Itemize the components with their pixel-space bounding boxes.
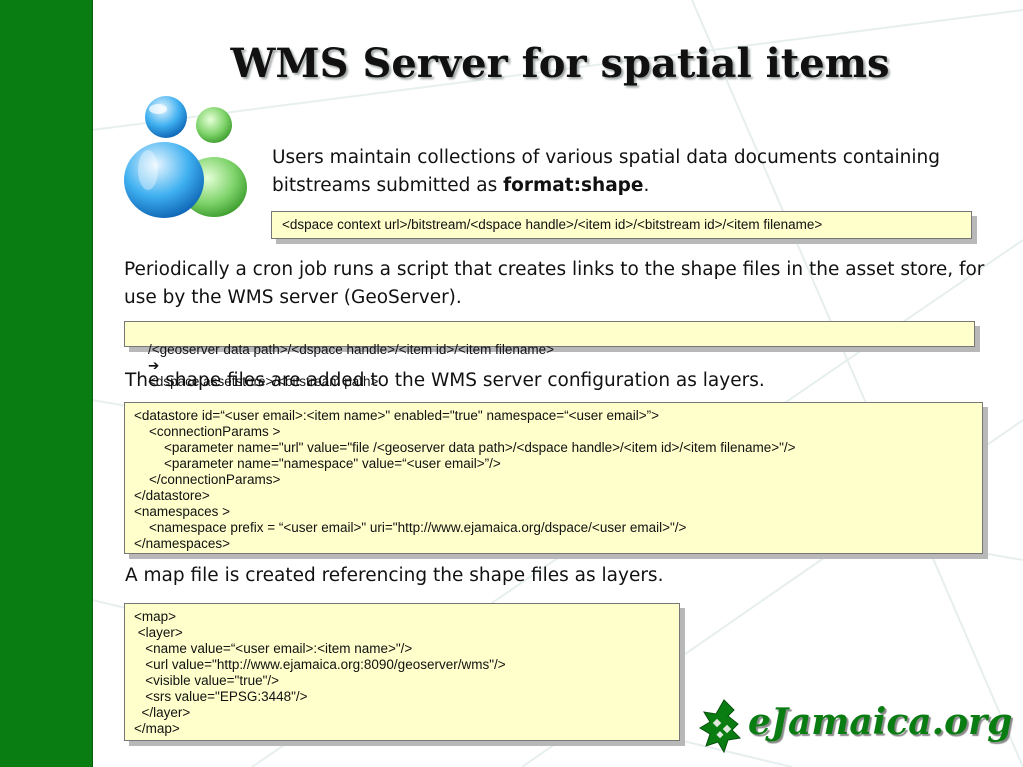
intro-paragraph: Users maintain collections of various sp… [272,144,972,200]
code-line: <connectionParams > [134,424,281,439]
code-line: <layer> [134,625,183,640]
code-line: <srs value="EPSG:3448"/> [134,689,308,704]
intro-text: Users maintain collections of various sp… [272,147,940,196]
datastore-config-box: <datastore id=“<user email>:<item name>"… [124,402,983,554]
code-line: <namespaces > [134,504,231,519]
intro-bold-format: format:shape [503,175,644,196]
bitstream-url-text: <dspace context url>/bitstream/<dspace h… [282,217,823,232]
code-line: </map> [134,721,180,736]
code-line: <name value=“<user email>:<item name>"/> [134,641,413,656]
code-line: </layer> [134,705,191,720]
code-line: <parameter name="namespace" value=“<user… [134,456,501,471]
code-line: <map> [134,609,177,624]
ejamaica-logo: eJamaica.org [694,694,1019,760]
users-icon [124,96,247,218]
map-file-box: <map> <layer> <name value=“<user email>:… [124,603,680,741]
intro-text-end: . [643,175,650,196]
layers-paragraph: The shape files are added to the WMS ser… [125,370,765,391]
code-line: <datastore id=“<user email>:<item name>"… [134,408,660,423]
code-line: </datastore> [134,488,210,503]
code-line: <visible value="true"/> [134,673,280,688]
cron-paragraph: Periodically a cron job runs a script th… [124,259,985,308]
code-line: <url value="http://www.ejamaica.org:8090… [134,657,506,672]
ejamaica-logo-icon [699,699,742,754]
code-line: </connectionParams> [134,472,281,487]
assetstore-path-text: <dspace assetstore>/<bitstream path> [148,374,379,389]
bitstream-url-box: <dspace context url>/bitstream/<dspace h… [271,211,972,239]
slide-title: WMS Server for spatial items [230,40,890,87]
ejamaica-logo-text: eJamaica.org [748,701,1013,743]
code-line: <parameter name="url" value="file /<geos… [134,440,796,455]
map-file-paragraph: A map file is created referencing the sh… [125,565,664,586]
symlink-mapping-box: /<geoserver data path>/<dspace handle>/<… [124,321,975,389]
arrow-right-icon: ➔ [148,358,160,374]
code-line: </namespaces> [134,536,231,551]
geoserver-path-text: /<geoserver data path>/<dspace handle>/<… [148,342,555,357]
left-sidebar-bar [0,0,93,767]
code-line: <namespace prefix = “<user email>" uri="… [134,520,687,535]
